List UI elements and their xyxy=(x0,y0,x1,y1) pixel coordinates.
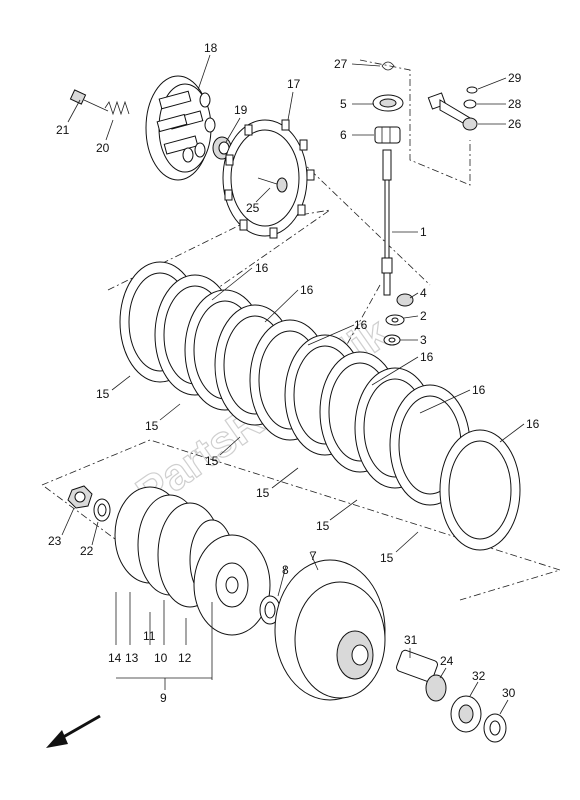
steel-plate-part xyxy=(439,429,521,551)
clutch-plate-stack xyxy=(119,261,521,551)
callout-16: 16 xyxy=(526,417,540,431)
callout-5: 5 xyxy=(340,97,347,111)
callout-14: 14 xyxy=(108,651,122,665)
callout-4: 4 xyxy=(420,286,427,300)
oil-seal-part xyxy=(372,94,404,112)
callout-20: 20 xyxy=(96,141,110,155)
clutch-housing-part xyxy=(274,559,386,701)
nut-part xyxy=(396,293,414,307)
callout-1: 1 xyxy=(420,225,427,239)
callout-27: 27 xyxy=(334,57,348,71)
pressure-plate-part xyxy=(145,75,216,181)
callout-31: 31 xyxy=(404,633,418,647)
callout-6: 6 xyxy=(340,128,347,142)
clip-part xyxy=(381,61,395,71)
callout-2: 2 xyxy=(420,309,427,323)
callout-12: 12 xyxy=(178,651,192,665)
callout-19: 19 xyxy=(234,103,248,117)
callout-9: 9 xyxy=(160,691,167,705)
callout-16: 16 xyxy=(354,318,368,332)
callout-28: 28 xyxy=(508,97,522,111)
callout-23: 23 xyxy=(48,534,62,548)
friction-plate-top-part xyxy=(222,119,315,239)
clutch-washer-part xyxy=(93,498,111,522)
callout-15: 15 xyxy=(256,486,270,500)
callout-30: 30 xyxy=(502,686,516,700)
callout-8: 8 xyxy=(282,563,289,577)
callout-24: 24 xyxy=(440,654,454,668)
callout-25: 25 xyxy=(246,201,260,215)
callout-labels: 18 21 20 19 17 25 27 5 6 29 28 26 1 4 2 … xyxy=(48,41,540,705)
callout-13: 13 xyxy=(125,651,139,665)
push-rod-part xyxy=(257,177,288,193)
callout-15: 15 xyxy=(316,519,330,533)
callout-21: 21 xyxy=(56,123,70,137)
callout-16: 16 xyxy=(472,383,486,397)
front-arrow-icon xyxy=(46,714,101,748)
callout-29: 29 xyxy=(508,71,522,85)
leader-lines xyxy=(61,54,525,715)
spacer-part xyxy=(396,649,438,683)
callout-3: 3 xyxy=(420,333,427,347)
callout-22: 22 xyxy=(80,544,94,558)
callout-16: 16 xyxy=(420,350,434,364)
thrust-washer-part xyxy=(259,595,281,625)
bolt-part xyxy=(69,89,109,112)
callout-26: 26 xyxy=(508,117,522,131)
clutch-nut-part xyxy=(67,485,93,509)
callout-15: 15 xyxy=(380,551,394,565)
callout-16: 16 xyxy=(255,261,269,275)
clutch-boss-assembly-part xyxy=(114,486,271,636)
washer-part xyxy=(383,334,401,346)
needle-bearing-part xyxy=(374,126,401,144)
push-shaft-part xyxy=(381,149,393,296)
callout-15: 15 xyxy=(205,454,219,468)
gear-part xyxy=(450,695,482,733)
callout-17: 17 xyxy=(287,77,301,91)
gear-washer-part xyxy=(483,713,507,743)
callout-18: 18 xyxy=(204,41,218,55)
spring-part xyxy=(104,100,130,116)
needle-bearing-lower-part xyxy=(425,674,447,702)
callout-7: 7 xyxy=(310,549,317,563)
lever-assembly-part xyxy=(427,86,478,131)
callout-10: 10 xyxy=(154,651,168,665)
callout-11: 11 xyxy=(143,629,156,643)
lock-washer-part xyxy=(385,314,405,326)
callout-15: 15 xyxy=(96,387,110,401)
callout-16: 16 xyxy=(300,283,314,297)
callout-15: 15 xyxy=(145,419,159,433)
callout-32: 32 xyxy=(472,669,486,683)
